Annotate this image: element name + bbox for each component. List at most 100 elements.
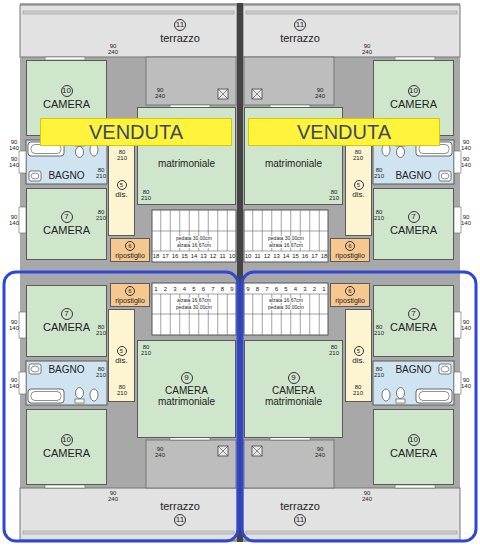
room-name: CAMERA bbox=[390, 224, 437, 236]
step-number: 18 bbox=[321, 253, 328, 259]
room-name: CAMERA bbox=[390, 321, 437, 333]
room-name: dis. bbox=[352, 357, 364, 366]
stair-note: alzata 16,67cm bbox=[268, 298, 304, 303]
dimension-label: 90 240 bbox=[314, 87, 326, 100]
bathroom: BAGNO bbox=[26, 361, 107, 405]
dimension-label: 80 210 bbox=[95, 366, 107, 379]
storage-room: 6ripostiglio bbox=[330, 283, 370, 307]
room-name: ripostiglio bbox=[115, 252, 145, 260]
room-number: 5 bbox=[354, 180, 364, 190]
dimension-label: 80 210 bbox=[116, 384, 128, 397]
stair-note: pedata 30,00cm bbox=[267, 236, 305, 241]
bathroom: BAGNO bbox=[26, 140, 107, 184]
dimension-label: 90 140 bbox=[8, 319, 20, 332]
step-number: 16 bbox=[302, 253, 309, 259]
step-number: 5 bbox=[284, 286, 287, 292]
master-bedroom: 9CAMERA matrimoniale bbox=[244, 340, 343, 438]
step-number: 10 bbox=[245, 253, 252, 259]
step-number: 17 bbox=[162, 253, 169, 259]
step-number: 7 bbox=[265, 286, 268, 292]
room-name: CAMERA matrimoniale bbox=[138, 385, 235, 407]
room-name: CAMERA bbox=[43, 98, 90, 110]
dimension-label: 90 240 bbox=[107, 43, 119, 56]
room-name: terrazzo bbox=[160, 32, 200, 44]
room-number: 10 bbox=[61, 434, 73, 446]
room-number: 6 bbox=[345, 286, 355, 296]
step-number: 8 bbox=[221, 286, 224, 292]
step-number: 6 bbox=[275, 286, 278, 292]
step-number: 3 bbox=[173, 286, 176, 292]
dimension-label: 90 140 bbox=[460, 139, 472, 152]
dimension-label: 80 210 bbox=[373, 324, 385, 337]
room-number: 7 bbox=[61, 308, 73, 320]
dimension-label: 80 210 bbox=[116, 149, 128, 162]
step-number: 2 bbox=[164, 286, 167, 292]
room-number: 9 bbox=[181, 372, 193, 384]
room-name: ripostiglio bbox=[335, 297, 365, 305]
storage-room: 6ripostiglio bbox=[110, 283, 150, 307]
dimension-label: 90 240 bbox=[361, 490, 373, 503]
dimension-label: 90 240 bbox=[314, 446, 326, 459]
room-name: dis. bbox=[352, 191, 364, 200]
sold-banner: VENDUTA bbox=[40, 118, 232, 146]
room-name: terrazzo bbox=[160, 500, 200, 512]
bedroom: 10CAMERA bbox=[26, 409, 107, 485]
step-number: 12 bbox=[264, 253, 271, 259]
stair-note: pedata 30,00cm bbox=[175, 236, 213, 241]
step-number: 14 bbox=[283, 253, 290, 259]
dimension-label: 90 140 bbox=[8, 156, 20, 169]
step-number: 13 bbox=[200, 253, 207, 259]
room-name: CAMERA bbox=[390, 98, 437, 110]
room-number: 11 bbox=[174, 19, 186, 31]
step-number: 9 bbox=[246, 286, 249, 292]
room-name: BAGNO bbox=[395, 170, 431, 181]
stair-note: alzata 16,67cm bbox=[268, 243, 304, 248]
room-name: matrimoniale bbox=[158, 158, 215, 169]
step-number: 2 bbox=[313, 286, 316, 292]
stair-note: alzata 16,67cm bbox=[176, 298, 212, 303]
stair-note: pedata 30,00cm bbox=[175, 305, 213, 310]
room-number: 11 bbox=[294, 19, 306, 31]
room-number: 5 bbox=[117, 180, 127, 190]
dimension-label: 80 210 bbox=[373, 209, 385, 222]
stair-note: alzata 16,67cm bbox=[176, 243, 212, 248]
terrace-label: 11terrazzo bbox=[250, 9, 350, 55]
dimension-label: 90 140 bbox=[8, 139, 20, 152]
step-number: 18 bbox=[153, 253, 160, 259]
bedroom: 7CAMERA bbox=[26, 188, 107, 260]
highlight-frame bbox=[242, 272, 476, 541]
unit-drawing bbox=[19, 283, 237, 540]
step-number: 14 bbox=[191, 253, 198, 259]
room-number: 11 bbox=[294, 514, 306, 526]
room-number: 5 bbox=[117, 346, 127, 356]
room-number: 6 bbox=[125, 241, 135, 251]
dimension-label: 80 210 bbox=[95, 209, 107, 222]
terrace-label: terrazzo11 bbox=[130, 490, 230, 536]
room-number: 10 bbox=[61, 85, 73, 97]
step-number: 8 bbox=[256, 286, 259, 292]
dimension-label: 90 240 bbox=[154, 87, 166, 100]
room-name: CAMERA bbox=[390, 447, 437, 459]
room-number: 7 bbox=[408, 211, 420, 223]
sold-banner: VENDUTA bbox=[248, 118, 440, 146]
step-number: 11 bbox=[219, 253, 225, 259]
room-number: 5 bbox=[354, 346, 364, 356]
room-number: 7 bbox=[408, 308, 420, 320]
dimension-label: 80 210 bbox=[373, 167, 385, 180]
dimension-label: 90 240 bbox=[107, 490, 119, 503]
sold-text: VENDUTA bbox=[89, 121, 183, 143]
step-number: 16 bbox=[172, 253, 179, 259]
dimension-label: 90 140 bbox=[460, 377, 472, 390]
dimension-label: 90 140 bbox=[460, 214, 472, 227]
dimension-label: 80 210 bbox=[352, 149, 364, 162]
unit-drawing bbox=[19, 5, 237, 262]
step-number: 4 bbox=[294, 286, 297, 292]
step-number: 5 bbox=[192, 286, 195, 292]
room-name: terrazzo bbox=[280, 32, 320, 44]
step-number: 1 bbox=[154, 286, 157, 292]
stair-note: pedata 30,00cm bbox=[267, 305, 305, 310]
bathroom: BAGNO bbox=[373, 361, 454, 405]
room-number: 6 bbox=[345, 241, 355, 251]
step-number: 1 bbox=[322, 286, 325, 292]
